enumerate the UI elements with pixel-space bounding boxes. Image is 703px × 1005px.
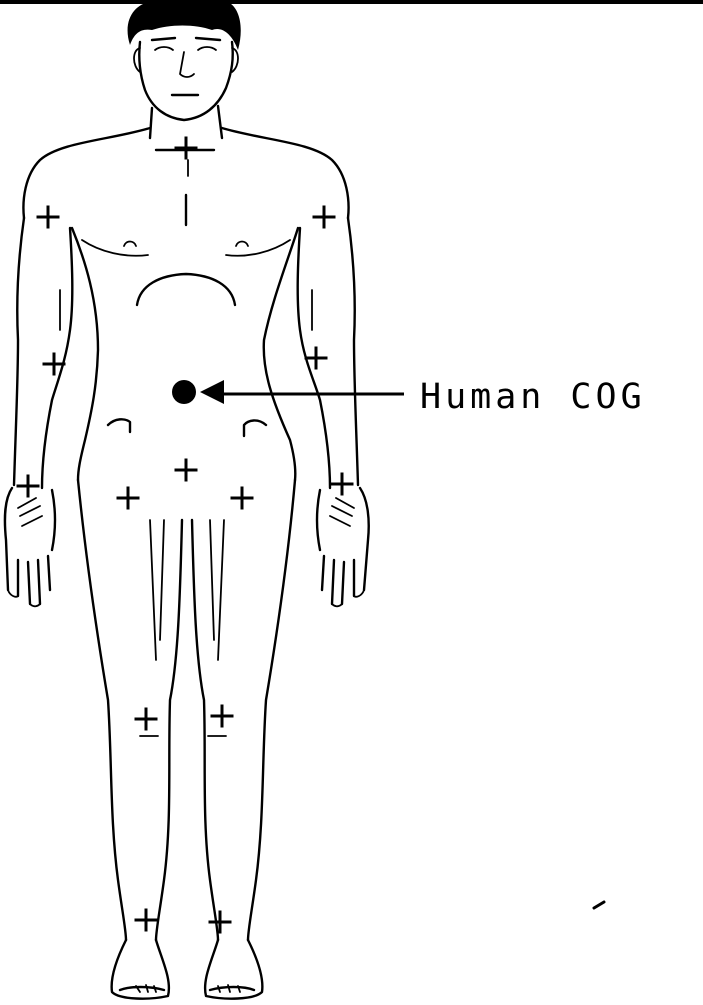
- right-forearm-cog-marker: [304, 346, 328, 370]
- left-upper-arm-cog-marker: [36, 205, 60, 229]
- right-leg-outer: [246, 478, 297, 942]
- cog-dot: [172, 380, 196, 404]
- legs: [76, 478, 297, 1000]
- left-leg-outer: [76, 478, 128, 942]
- chest-right: [225, 239, 291, 257]
- ribcage-arc: [135, 272, 237, 307]
- right-shoulder-line: [220, 126, 350, 220]
- nose: [179, 51, 195, 78]
- right-eyebrow: [194, 36, 222, 42]
- right-eye: [197, 46, 217, 51]
- right-hip-mark: [242, 419, 268, 438]
- right-hand-cog-marker: [330, 472, 354, 496]
- right-side: [262, 226, 300, 482]
- right-thigh-cog-marker: [230, 486, 254, 510]
- right-ankle-cog-marker: [208, 910, 232, 934]
- left-arm: [3, 216, 74, 608]
- right-knee-cog-marker: [210, 704, 234, 728]
- right-hand: [315, 486, 370, 606]
- hair: [127, 2, 241, 50]
- left-hand: [3, 486, 57, 606]
- segment-cog-markers: [16, 136, 354, 934]
- right-arm: [296, 216, 370, 608]
- left-leg-inner: [154, 518, 184, 942]
- left-nipple: [123, 240, 137, 247]
- left-thigh-cog-marker: [116, 486, 140, 510]
- cog-arrow-head: [200, 380, 224, 404]
- face-outline: [138, 40, 234, 122]
- head: [127, 2, 241, 122]
- left-eye: [154, 46, 174, 51]
- left-hip-mark: [106, 418, 132, 434]
- left-hand-cog-marker: [16, 474, 40, 498]
- chest-left: [81, 239, 149, 257]
- left-ear: [133, 47, 141, 73]
- human-cog-pointer: Human COG: [172, 377, 646, 417]
- stray-mark: [592, 900, 606, 910]
- right-nipple: [235, 240, 249, 247]
- left-foot: [110, 938, 171, 1000]
- cog-label: Human COG: [420, 377, 646, 417]
- left-forearm-cog-marker: [42, 352, 66, 376]
- right-foot: [203, 938, 264, 1000]
- neck-cog-marker: [174, 136, 198, 160]
- left-knee-cog-marker: [134, 707, 158, 731]
- left-eyebrow: [150, 36, 177, 42]
- left-ankle-cog-marker: [134, 908, 158, 932]
- left-side: [70, 226, 100, 482]
- torso: [22, 126, 350, 482]
- left-shoulder-line: [22, 126, 152, 220]
- pelvis-cog-marker: [174, 458, 198, 482]
- right-ear: [231, 47, 239, 73]
- right-upper-arm-cog-marker: [312, 205, 336, 229]
- right-leg-inner: [190, 518, 220, 942]
